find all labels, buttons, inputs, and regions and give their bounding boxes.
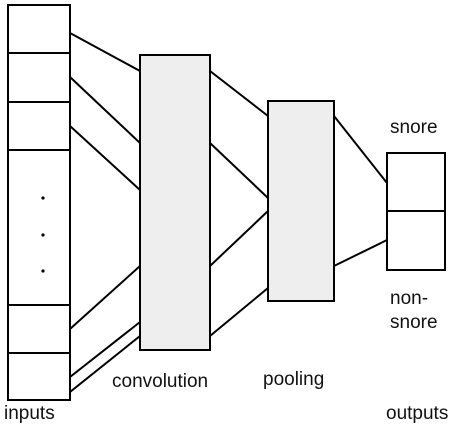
connection-line <box>209 210 269 267</box>
outputs-label: outputs <box>386 403 449 424</box>
connection-line <box>69 76 141 144</box>
snore-label: snore <box>390 117 438 138</box>
pooling-layer <box>267 100 335 302</box>
outputs-column <box>386 152 446 271</box>
inputs-column <box>7 4 71 401</box>
inputs-box <box>7 4 71 401</box>
connection-line <box>209 142 269 199</box>
connection-lines <box>69 32 388 393</box>
convolution-label: convolution <box>112 371 209 392</box>
input-ellipsis <box>41 196 45 273</box>
input-cells <box>8 52 70 354</box>
non-snore-label-line2: snore <box>390 312 438 333</box>
ellipsis-dot <box>41 233 45 237</box>
connection-line <box>69 321 141 378</box>
connection-line <box>333 239 388 267</box>
connection-line <box>69 335 141 393</box>
convolution-layer <box>139 54 211 351</box>
connection-line <box>333 115 388 184</box>
ellipsis-dot <box>41 196 45 200</box>
ellipsis-dot <box>41 269 45 273</box>
pooling-label: pooling <box>263 369 325 390</box>
non-snore-label-line1: non- <box>390 288 429 309</box>
inputs-label: inputs <box>4 403 55 424</box>
connection-line <box>209 287 269 337</box>
connection-line <box>69 125 141 191</box>
connection-line <box>209 70 269 117</box>
connection-line <box>69 32 141 72</box>
non-snore-label: non- snore <box>390 287 438 335</box>
connection-line <box>69 265 141 330</box>
